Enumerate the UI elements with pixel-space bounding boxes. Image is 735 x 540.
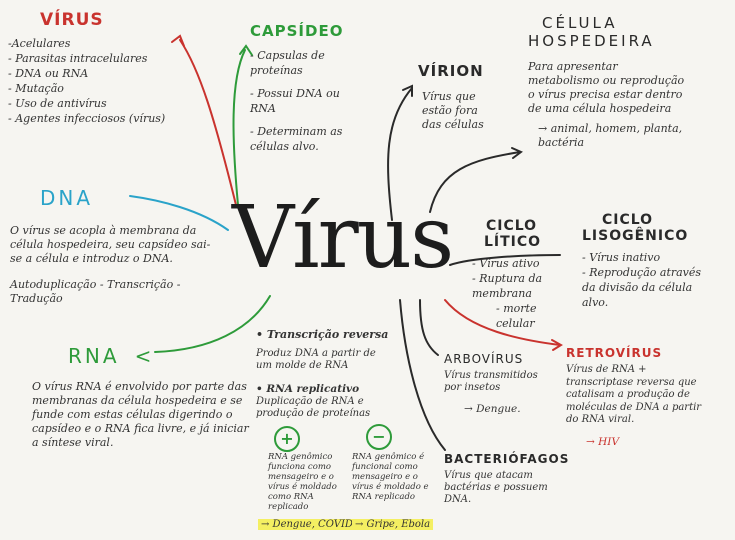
arrow-to-virion: [387, 87, 413, 221]
dna-section: DNA O vírus se acopla à membrana da célu…: [10, 186, 225, 306]
rna-replicativo-text: Duplicação de RNA e produção de proteína…: [256, 396, 371, 419]
list-item: - Agentes infecciosos (vírus): [8, 112, 166, 125]
ciclo-litico-title-1: CICLO: [486, 218, 538, 234]
virion-text: Vírus que estão fora das células: [422, 90, 484, 131]
list-item: - Vírus inativo: [582, 251, 661, 264]
transcricao-title: • Transcrição reversa: [256, 328, 389, 341]
minus-sign-icon: −: [366, 424, 392, 450]
ciclo-litico-section: CICLO LÍTICO - Vírus ativo - Ruptura da …: [472, 218, 572, 331]
list-item: -Acelulares: [8, 37, 71, 50]
list-item: - Parasitas intracelulares: [8, 52, 148, 65]
arrow-to-retrovirus: [444, 299, 561, 346]
rna-heading: RNA <: [68, 344, 257, 368]
ciclo-litico-title-2: LÍTICO: [484, 234, 542, 250]
arrow-to-dna: [129, 195, 229, 231]
rna-title: RNA: [68, 344, 120, 368]
celula-title-2: HOSPEDEIRA: [528, 32, 655, 50]
list-item: - Reprodução através da divisão da célul…: [582, 266, 702, 309]
plus-example: → Dengue, COVID: [258, 518, 356, 532]
arbovirus-section: ARBOVÍRUS Vírus transmitidos por insetos…: [444, 352, 554, 416]
arrow-to-virus-box: [179, 39, 237, 206]
list-item: - Capsulas de proteínas: [250, 49, 325, 77]
capsideo-section: CAPSÍDEO - Capsulas de proteínas - Possu…: [250, 22, 360, 154]
list-item: - Ruptura da membrana: [472, 272, 543, 300]
capsideo-title: CAPSÍDEO: [250, 22, 344, 40]
arrow-to-rna: [154, 295, 271, 353]
transcricao-text: Produz DNA a partir de um molde de RNA: [256, 348, 376, 371]
center-title: Vírus: [232, 188, 454, 288]
plus-sign-icon: +: [274, 426, 300, 452]
list-item: - Uso de antivírus: [8, 97, 107, 110]
rna-arrow-icon: <: [134, 344, 152, 368]
ciclo-lisogenico-title-1: CICLO: [602, 212, 654, 228]
plus-text: RNA genômico funciona como mensageiro e …: [268, 452, 337, 512]
celula-title-1: CÉLULA: [542, 14, 618, 32]
minus-example: → Gripe, Ebola: [352, 518, 434, 532]
dna-process: Autoduplicação - Transcrição - Tradução: [10, 278, 181, 305]
arrow-to-ciclo: [449, 254, 561, 266]
arrow-to-bacteriofagos: [399, 299, 446, 451]
retrovirus-example: → HIV: [586, 435, 620, 448]
bacteriofagos-section: BACTERIÓFAGOS Vírus que atacam bactérias…: [444, 452, 570, 506]
arbovirus-title: ARBOVÍRUS: [444, 352, 524, 366]
celula-text: Para apresentar metabolismo ou reproduçã…: [528, 60, 685, 115]
rna-text: O vírus RNA é envolvido por parte das me…: [32, 380, 249, 449]
list-item: - Determinam as células alvo.: [250, 125, 343, 153]
bacteriofagos-title: BACTERIÓFAGOS: [444, 452, 570, 466]
virion-title: VÍRION: [418, 62, 484, 80]
rna-replicativo-title: • RNA replicativo: [256, 383, 360, 395]
dna-title: DNA: [40, 186, 94, 210]
arrow-to-celula: [429, 151, 521, 213]
retrovirus-section: RETROVÍRUS Vírus de RNA + transcriptase …: [566, 346, 726, 449]
arrow-to-arbovirus: [419, 299, 439, 356]
list-item: - DNA ou RNA: [8, 67, 89, 80]
arrow-to-capsideo: [232, 49, 246, 206]
virus-list: -Acelulares - Parasitas intracelulares -…: [8, 36, 178, 126]
dna-text: O vírus se acopla à membrana da célula h…: [10, 224, 211, 265]
bacteriofagos-text: Vírus que atacam bactérias e possuem DNA…: [444, 470, 548, 505]
retrovirus-title: RETROVÍRUS: [566, 346, 663, 360]
rna-section: RNA < O vírus RNA é envolvido por parte …: [32, 344, 257, 450]
arbovirus-example: → Dengue.: [464, 403, 521, 415]
virion-section: VÍRION Vírus que estão fora das células: [418, 62, 508, 132]
transcricao-section: • Transcrição reversa Produz DNA a parti…: [256, 328, 436, 420]
celula-examples: → animal, homem, planta, bactéria: [538, 122, 683, 149]
virus-section: VÍRUS -Acelulares - Parasitas intracelul…: [8, 10, 178, 126]
list-item: - Vírus ativo: [472, 257, 540, 270]
virus-section-title: VÍRUS: [40, 10, 104, 30]
list-item: - Mutação: [8, 82, 64, 95]
capsideo-list: - Capsulas de proteínas - Possui DNA ou …: [250, 48, 360, 154]
list-item: - morte celular: [496, 302, 537, 330]
ciclo-lisogenico-title-2: LISOGÊNICO: [582, 228, 689, 244]
minus-text: RNA genômico é funcional como mensageiro…: [352, 452, 429, 502]
ciclo-litico-list: - Vírus ativo - Ruptura da membrana - mo…: [472, 256, 572, 331]
ciclo-lisogenico-section: CICLO LISOGÊNICO - Vírus inativo - Repro…: [582, 212, 732, 310]
minus-example-label: → Gripe, Ebola: [352, 519, 434, 530]
ciclo-lisogenico-list: - Vírus inativo - Reprodução através da …: [582, 250, 712, 310]
list-item: - Possui DNA ou RNA: [250, 87, 340, 115]
plus-example-label: → Dengue, COVID: [258, 519, 356, 530]
arbovirus-text: Vírus transmitidos por insetos: [444, 370, 538, 393]
celula-section: CÉLULA HOSPEDEIRA Para apresentar metabo…: [528, 14, 728, 150]
retrovirus-text: Vírus de RNA + transcriptase reversa que…: [566, 364, 702, 425]
